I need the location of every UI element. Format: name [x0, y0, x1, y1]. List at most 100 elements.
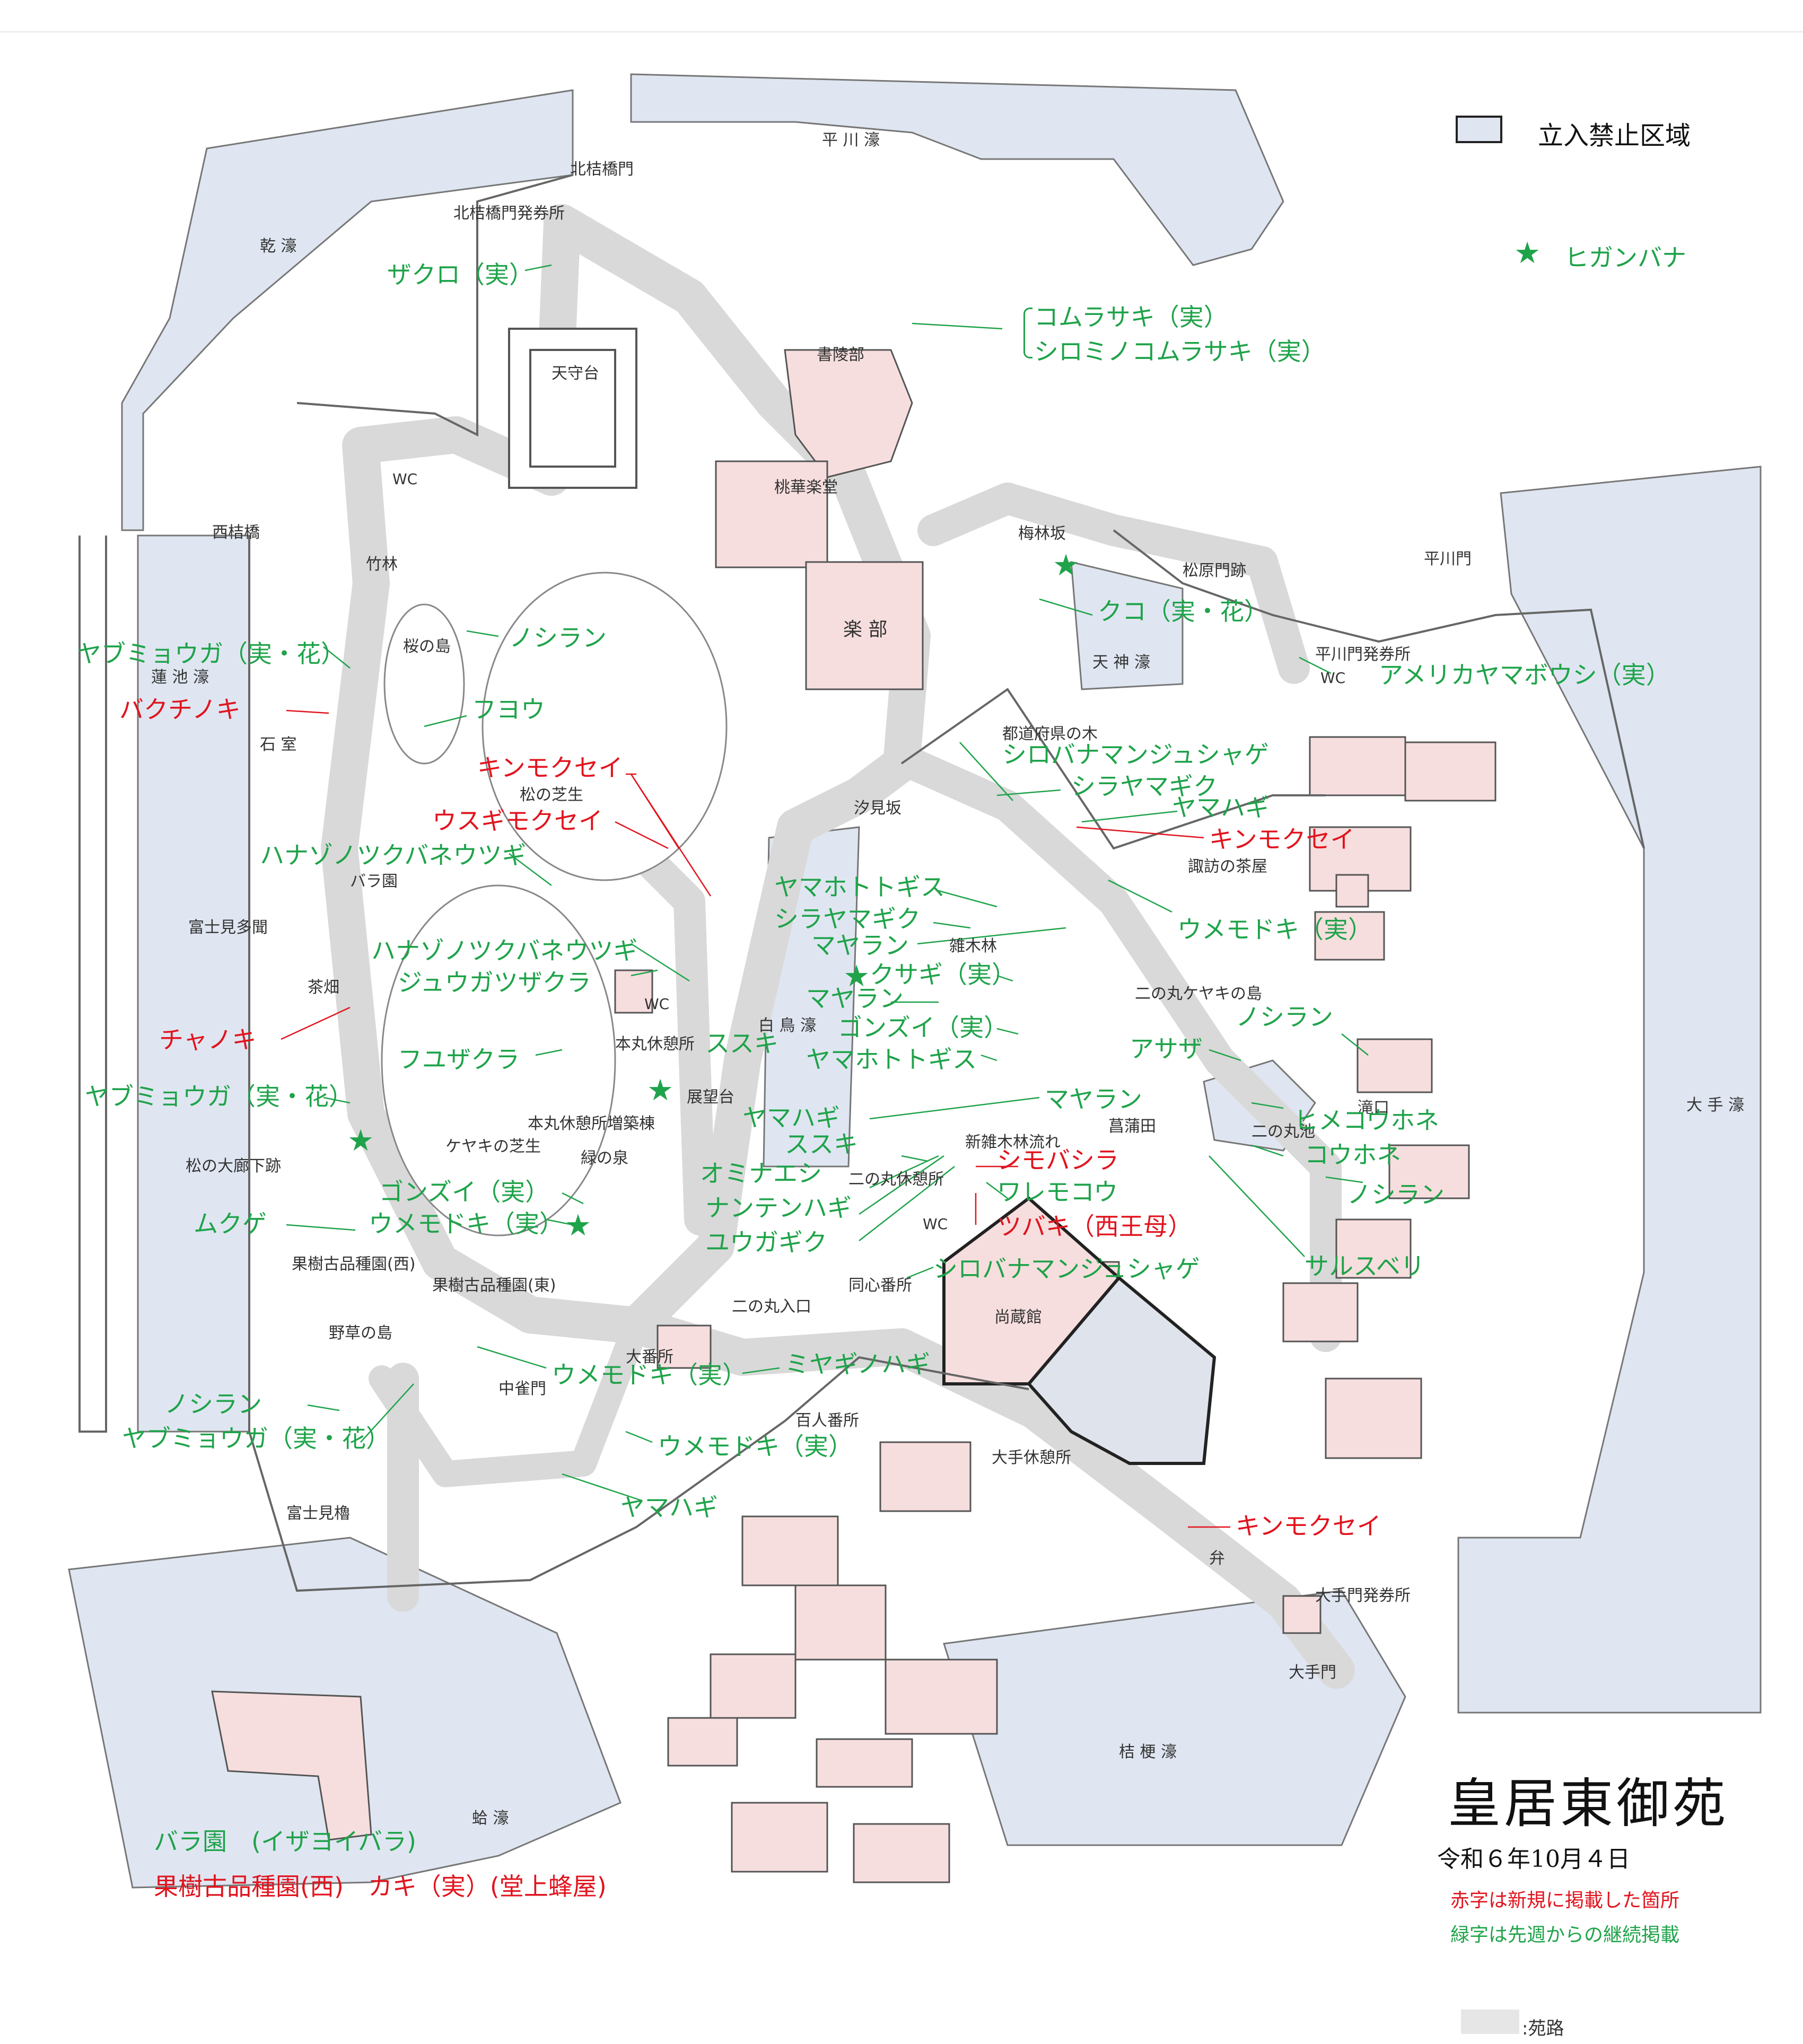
gakubu-building	[805, 561, 924, 690]
tenjin-moat	[1070, 561, 1184, 690]
otemon-label: 大手門	[1289, 1663, 1336, 1682]
ninomaru-rest-label: 二の丸休憩所	[848, 1170, 944, 1189]
shozokan-outline	[942, 1196, 1122, 1385]
plant-label-gonzui: ゴンズイ（実）	[379, 1178, 550, 1206]
kitahanebashi-gate-label: 北桔橋門	[570, 160, 634, 179]
plant-label-shirayamagiku: シラヤマギク	[1071, 772, 1218, 801]
higanbana-marker: ★	[1053, 548, 1079, 583]
plant-label-umemodoki: ウメモドキ（実）	[658, 1432, 853, 1461]
plant-label-mayaran: マヤラン	[806, 984, 904, 1013]
plant-label-usugimokusei: ウスギモクセイ	[432, 806, 603, 835]
note-green: 緑字は先週からの継続掲載	[1450, 1924, 1680, 1946]
wc-label: WC	[923, 1215, 948, 1233]
plant-label-fuyo: フヨウ	[472, 695, 545, 724]
plant-label-rose-izayoi: バラ園 (イザヨイバラ)	[154, 1827, 416, 1856]
rose-garden-label: バラ園	[350, 872, 398, 891]
ote-moat-label: 大 手 濠	[1686, 1096, 1745, 1115]
tenshudai-label: 天守台	[552, 364, 599, 383]
suwa-teahouse-label: 諏訪の茶屋	[1188, 857, 1267, 876]
restricted-swatch	[1456, 116, 1502, 143]
hyakunin-label: 百人番所	[795, 1411, 859, 1430]
plant-label-bakuchinoki: バクチノキ	[119, 695, 241, 724]
higanbana-markers: ★ ★ ★ ★ ★	[347, 548, 1079, 1243]
plant-label-noshiran: ノシラン	[1347, 1180, 1445, 1209]
matsubara-gate-label: 松原門跡	[1183, 562, 1246, 580]
shiomizaka-label: 汐見坂	[854, 799, 902, 818]
ishimuro-label: 石 室	[260, 735, 297, 754]
nishihanebashi-label: 西桔橋	[212, 523, 260, 542]
fruit-east-label: 果樹古品種園(東)	[432, 1276, 556, 1295]
plant-label-miyagihagi: ミヤギノハギ	[785, 1350, 931, 1379]
lawns	[381, 572, 728, 1236]
wc-label: WC	[392, 470, 418, 488]
hirakawa-ticket-label: 平川門発券所	[1315, 645, 1411, 664]
tokagakudo-label: 桃華楽堂	[774, 478, 838, 497]
buildings	[211, 349, 1496, 1883]
plant-label-yabumyoga: ヤブミョウガ（実・花）	[122, 1424, 390, 1453]
plant-label-amerika: アメリカヤマボウシ（実）	[1379, 661, 1670, 689]
plant-label-yamahagi: ヤマハギ	[620, 1493, 718, 1522]
plant-label-yamahagi: ヤマハギ	[742, 1103, 840, 1132]
plant-label-fuyuzakura: フユザクラ	[398, 1045, 520, 1074]
plant-label-kuko: クコ（実・花）	[1098, 597, 1268, 626]
ote-rest-label: 大手休憩所	[992, 1449, 1071, 1467]
observation-label: 展望台	[687, 1088, 734, 1107]
honmaru-rest-annex-label: 本丸休憩所増築棟	[528, 1115, 655, 1133]
higanbana-legend-label: ヒガンバナ	[1564, 243, 1686, 272]
shozokan-label: 尚蔵館	[994, 1308, 1042, 1327]
plant-label-umemodoki: ウメモドキ（実）	[1177, 915, 1372, 944]
takebayashi-label: 竹林	[366, 555, 398, 574]
walls	[78, 174, 1645, 1592]
gakubu-label: 楽 部	[843, 619, 888, 641]
plant-label-yamahototogisu: ヤマホトトギス	[774, 873, 945, 901]
hirakawa-moat-label: 平 川 濠	[822, 131, 880, 150]
plant-label-tsubaki: ツバキ（西王母）	[997, 1212, 1192, 1241]
wc-label: WC	[1320, 669, 1346, 687]
plant-label-kinmokusei: キンモクセイ	[1209, 825, 1355, 854]
plant-label-sarusuberi: サルスベリ	[1305, 1252, 1425, 1280]
plant-label-jugatsuzakura: ジュウガツザクラ	[398, 968, 591, 997]
kikyo-moat-label: 桔 梗 濠	[1119, 1743, 1177, 1761]
date-text: 令和６年10月４日	[1437, 1846, 1630, 1873]
komurasaki-brace	[1023, 308, 1032, 358]
plant-label-noshiran: ノシラン	[1236, 1003, 1333, 1031]
kitahanebashi-ticket-label: 北桔橋門発券所	[453, 204, 565, 223]
fujimi-yagura-label: 富士見櫓	[286, 1504, 350, 1523]
plant-label-chanoki: チャノキ	[159, 1025, 257, 1054]
plant-label-zakuro: ザクロ（実）	[387, 260, 533, 289]
plant-label-himekohone: ヒメコウホネ	[1294, 1106, 1440, 1135]
ninomaru-entrance-label: 二の丸入口	[732, 1297, 811, 1316]
higanbana-marker: ★	[347, 1124, 374, 1158]
tea-field-label: 茶畑	[308, 978, 339, 997]
keyaki-island-label: 二の丸ケヤキの島	[1135, 985, 1262, 1003]
zokiba-label: 雑木林	[949, 937, 997, 955]
nakanomon-label: 中雀門	[498, 1380, 546, 1398]
plant-label-yabumyoga: ヤブミョウガ（実・花）	[85, 1082, 353, 1111]
inui-moat	[121, 89, 574, 531]
matsu-lawn-oval	[482, 572, 728, 881]
plant-label-noshiran: ノシラン	[509, 624, 607, 652]
plant-label-shiromi-komurasaki: シロミノコムラサキ（実）	[1034, 337, 1326, 366]
plant-label-kinmokusei: キンモクセイ	[1236, 1512, 1381, 1540]
tenshudai-structure	[508, 328, 637, 489]
plant-label-gonzui: ゴンズイ（実）	[838, 1013, 1009, 1042]
obanjo-label: 大番所	[626, 1348, 673, 1366]
ben-label: 弁	[1209, 1549, 1225, 1568]
plant-label-umemodoki: ウメモドキ（実）	[552, 1361, 747, 1389]
plant-label-nantenhagi: ナンテンハギ	[705, 1194, 852, 1222]
plant-label-komurasaki: コムラサキ（実）	[1034, 303, 1228, 331]
shoryobu-label: 書陵部	[817, 346, 864, 364]
plant-label-yamahototogisu: ヤマホトトギス	[806, 1045, 977, 1074]
higanbana-marker: ★	[565, 1208, 591, 1243]
hasuike-moat-label: 蓮 池 濠	[151, 668, 209, 687]
plant-label-hanazono: ハナゾノツクバネウツギ	[260, 841, 527, 870]
tenjin-moat-label: 天 神 濠	[1092, 653, 1151, 672]
plant-label-yugagiku: ユウガギク	[705, 1228, 827, 1257]
wc-label: WC	[644, 995, 670, 1013]
plant-label-noshiran: ノシラン	[164, 1390, 262, 1418]
plant-label-shirayamagiku: シラヤマギク	[774, 905, 921, 933]
midori-spring-label: 緑の泉	[581, 1149, 628, 1168]
plant-label-shirobana: シロバナマンジュシャゲ	[1002, 740, 1269, 769]
keyaki-lawn-label: ケヤキの芝生	[445, 1137, 541, 1156]
shobuda-label: 菖蒲田	[1108, 1117, 1156, 1136]
